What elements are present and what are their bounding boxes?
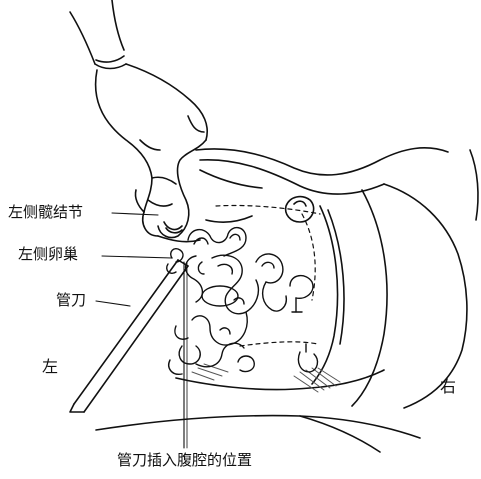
label-left-side: 左 — [42, 358, 58, 375]
label-left-ovary: 左侧卵巢 — [18, 246, 78, 263]
hand-drawing — [70, 0, 207, 238]
label-right-side: 右 — [440, 378, 456, 395]
label-trocar: 管刀 — [56, 292, 86, 309]
label-left-hip-node: 左侧髋结节 — [8, 204, 83, 221]
intestine-coils — [167, 228, 318, 375]
figure-caption: 管刀插入腹腔的位置 — [117, 452, 252, 469]
trocar-instrument — [70, 260, 188, 412]
